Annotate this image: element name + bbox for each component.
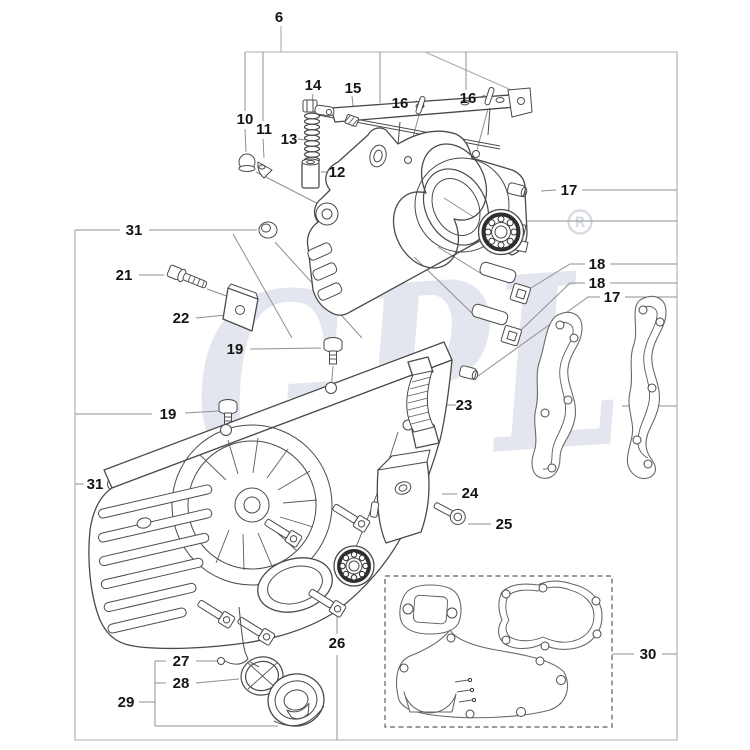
dome-plug	[238, 153, 256, 172]
crankshaft-bearing-lower	[333, 545, 375, 587]
oil-cap-29	[267, 673, 325, 727]
dowel-17-upper	[506, 182, 528, 198]
registered-letter: R	[575, 215, 586, 231]
callout-27: 27	[173, 653, 190, 670]
callout-16-right: 16	[460, 90, 477, 107]
callout-25: 25	[496, 516, 513, 533]
crankcase-screws-26	[197, 503, 371, 646]
callout-10: 10	[237, 111, 254, 128]
callout-17-top: 17	[561, 182, 578, 199]
shoulder-screw-19-right	[323, 337, 343, 365]
cover-24	[369, 449, 431, 544]
cylinder-gasket	[498, 580, 603, 651]
dowel-17-lower	[458, 365, 479, 381]
callout-19-right: 19	[227, 341, 244, 358]
shoulder-screw-19-left	[218, 399, 238, 427]
tensioner-bolt	[302, 99, 335, 117]
cap-31-upper	[258, 221, 278, 239]
muffler-gasket	[399, 584, 462, 635]
flywheel-ribs	[199, 437, 318, 571]
sleeve-ferrule-18-lower	[471, 303, 522, 347]
callout-29: 29	[118, 694, 135, 711]
callout-6: 6	[275, 9, 283, 26]
gasket-set-box	[384, 575, 613, 728]
callout-31-lower: 31	[87, 476, 104, 493]
retainer-wire-27	[217, 606, 260, 668]
callout-28: 28	[173, 675, 190, 692]
pin-16-left	[415, 95, 426, 115]
screw-25	[433, 502, 466, 525]
callout-16-left: 16	[392, 95, 409, 112]
lower-crankcase-half	[88, 341, 453, 650]
callout-frame-lines	[74, 26, 678, 741]
crankcase-gasket-left	[531, 311, 583, 479]
cooling-fins	[97, 484, 213, 634]
callout-15: 15	[345, 80, 362, 97]
callout-23: 23	[456, 397, 473, 414]
callout-26: 26	[329, 635, 346, 652]
callout-labels: 6 10 11 13 14 15 16 16 12 17 18 18 17 31…	[87, 9, 657, 711]
tensioner-spring	[303, 112, 321, 164]
gasket-set-30	[384, 575, 613, 728]
tensioner-nut	[344, 114, 360, 127]
callout-13: 13	[281, 131, 298, 148]
crankcase-gasket-right	[626, 295, 667, 480]
registered-trademark-icon: R	[567, 209, 593, 235]
callout-14: 14	[305, 77, 322, 94]
callout-30: 30	[640, 646, 657, 663]
upper-case-body	[306, 127, 528, 316]
pin-16-right	[484, 86, 495, 106]
callout-17-mid: 17	[604, 289, 621, 306]
o-ring-28	[240, 656, 284, 696]
hex-bolt-21	[166, 264, 208, 289]
callout-31-upper: 31	[126, 222, 143, 239]
callout-18-upper: 18	[589, 256, 606, 273]
callout-11: 11	[256, 121, 272, 138]
callout-18-lower: 18	[589, 275, 606, 292]
callout-12: 12	[329, 164, 346, 181]
ribbed-guide-23	[406, 356, 440, 449]
callout-22: 22	[173, 310, 190, 327]
crankshaft-bearing-upper	[477, 208, 525, 256]
callout-24: 24	[462, 485, 479, 502]
sheet-bracket-22	[222, 283, 259, 332]
cone-nipple	[257, 161, 273, 179]
callout-21: 21	[116, 267, 133, 284]
callout-19-left: 19	[160, 406, 177, 423]
crankcase-gasket-set-item	[396, 629, 568, 719]
tensioner-slide-cylinder	[301, 158, 320, 189]
sleeve-ferrule-18-upper	[479, 261, 531, 305]
